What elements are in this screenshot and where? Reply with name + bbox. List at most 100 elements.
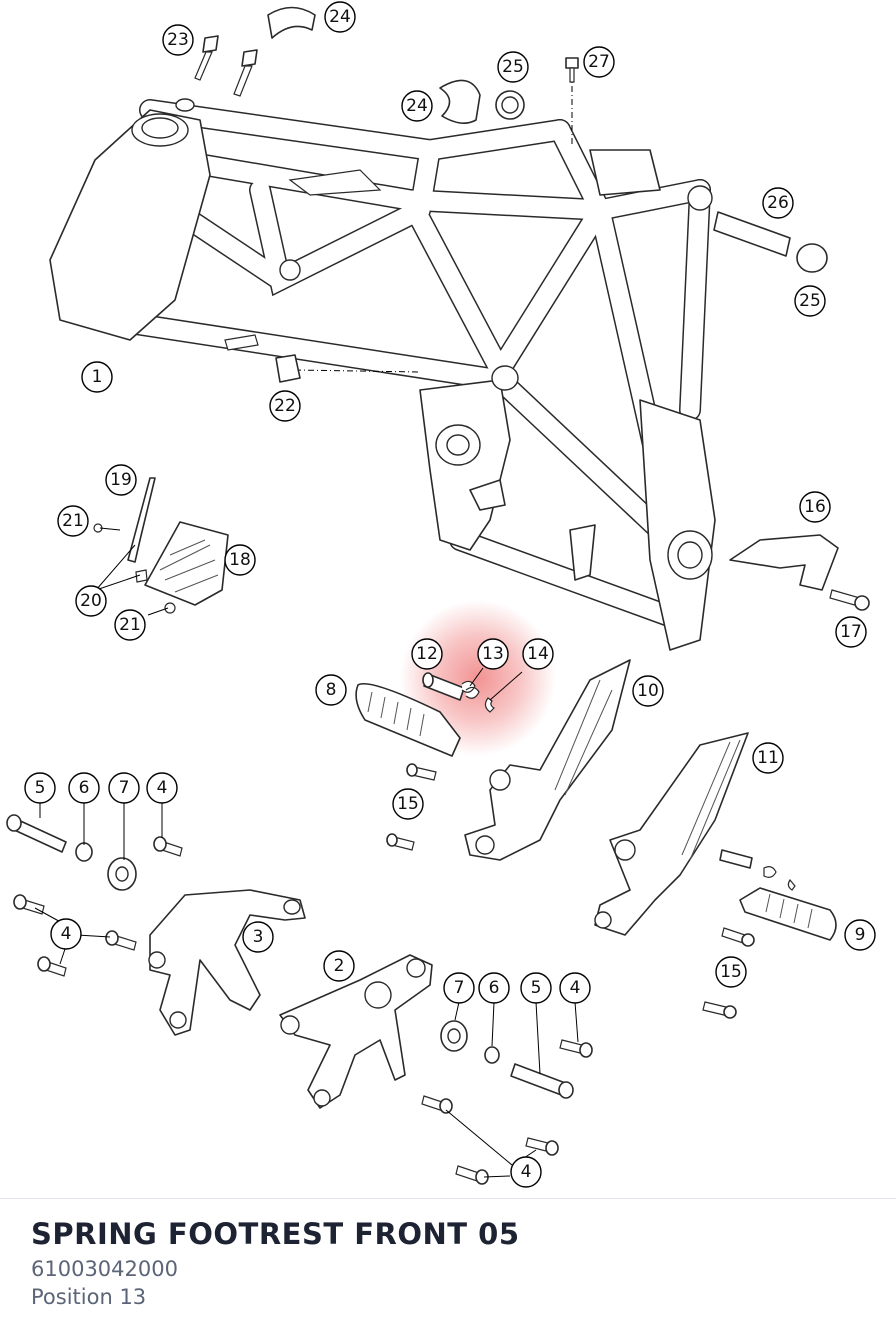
callout-25-top[interactable]: 25 (497, 51, 529, 83)
part-8-footrest (355, 683, 461, 757)
callout-5-right[interactable]: 5 (520, 972, 552, 1004)
callout-6-left[interactable]: 6 (68, 772, 100, 804)
callout-4-left-top[interactable]: 4 (146, 772, 178, 804)
svg-text:24: 24 (406, 96, 428, 116)
callout-19[interactable]: 19 (105, 464, 137, 496)
part-10-footrest-bracket (464, 659, 631, 861)
svg-text:22: 22 (274, 396, 296, 416)
part-26-pin (713, 211, 791, 257)
part-4-bolt-right-upper (559, 1039, 593, 1058)
part-24-bushing-top (267, 6, 316, 39)
svg-text:4: 4 (61, 924, 72, 944)
callout-15-center[interactable]: 15 (392, 788, 424, 820)
part-11-footrest-bracket (594, 732, 749, 936)
svg-text:6: 6 (489, 978, 500, 998)
svg-text:7: 7 (119, 778, 130, 798)
callout-9[interactable]: 9 (844, 919, 876, 951)
callout-20[interactable]: 20 (75, 585, 107, 617)
svg-text:9: 9 (855, 925, 866, 945)
part-20-nut (135, 569, 148, 583)
part-15-bolt-upper (406, 763, 437, 781)
callout-17[interactable]: 17 (835, 616, 867, 648)
part-12-pin-rear (719, 849, 753, 869)
part-15-bolt-lower (386, 833, 415, 851)
svg-text:13: 13 (482, 644, 504, 664)
part-25-cap-right (796, 243, 828, 273)
callout-21-lower[interactable]: 21 (114, 609, 146, 641)
callout-13[interactable]: 13 (477, 638, 509, 670)
callout-21-upper[interactable]: 21 (57, 505, 89, 537)
callout-18[interactable]: 18 (224, 544, 256, 576)
callout-24-mid[interactable]: 24 (401, 90, 433, 122)
callout-4-bottom[interactable]: 4 (510, 1156, 542, 1188)
svg-text:3: 3 (253, 927, 264, 947)
callout-15-right[interactable]: 15 (715, 956, 747, 988)
part-23-bolts (194, 35, 258, 97)
svg-text:25: 25 (799, 291, 821, 311)
svg-text:21: 21 (119, 615, 141, 635)
svg-text:20: 20 (80, 591, 102, 611)
callout-23[interactable]: 23 (162, 24, 194, 56)
part-13-spring (461, 680, 480, 699)
callout-8[interactable]: 8 (315, 674, 347, 706)
part-6-washer-left (75, 842, 93, 862)
svg-text:16: 16 (804, 497, 826, 517)
callout-26[interactable]: 26 (762, 187, 794, 219)
callout-22[interactable]: 22 (269, 390, 301, 422)
callout-7-right[interactable]: 7 (443, 972, 475, 1004)
svg-text:8: 8 (326, 680, 337, 700)
svg-text:19: 19 (110, 470, 132, 490)
part-6-washer-right (484, 1046, 500, 1064)
part-19-bracket (127, 477, 156, 563)
part-27-screw (565, 57, 579, 83)
callout-4-right-top[interactable]: 4 (559, 972, 591, 1004)
part-3-bracket (148, 889, 306, 1036)
svg-text:18: 18 (229, 550, 251, 570)
callout-10[interactable]: 10 (632, 675, 664, 707)
svg-text:6: 6 (79, 778, 90, 798)
svg-text:15: 15 (397, 794, 419, 814)
svg-text:25: 25 (502, 57, 524, 77)
svg-text:15: 15 (720, 962, 742, 982)
svg-text:7: 7 (454, 978, 465, 998)
main-frame (49, 98, 716, 651)
part-9-footrest (739, 887, 837, 941)
callout-7-left[interactable]: 7 (108, 772, 140, 804)
part-5-bolt-left (6, 814, 67, 853)
part-21-screw-lower (164, 602, 176, 614)
part-16-heel-guard (729, 534, 839, 591)
callout-25-right[interactable]: 25 (794, 285, 826, 317)
callout-1[interactable]: 1 (81, 361, 113, 393)
callout-6-right[interactable]: 6 (478, 972, 510, 1004)
part-5-bolt-right (510, 1063, 574, 1099)
svg-text:12: 12 (416, 644, 438, 664)
svg-text:4: 4 (521, 1162, 532, 1182)
svg-text:2: 2 (334, 956, 345, 976)
svg-text:26: 26 (767, 193, 789, 213)
callout-2[interactable]: 2 (323, 950, 355, 982)
callout-4-left-mid[interactable]: 4 (50, 918, 82, 950)
part-18-cover (144, 521, 229, 606)
part-14-clip (484, 697, 495, 713)
svg-text:23: 23 (167, 30, 189, 50)
part-24-bushing-mid (439, 79, 481, 124)
part-4-bolts-left-group (13, 894, 137, 977)
callout-27[interactable]: 27 (583, 46, 615, 78)
part-25-cap-top (495, 90, 525, 120)
part-7-bushing-left (107, 857, 137, 891)
svg-text:5: 5 (531, 978, 542, 998)
part-7-bushing-right (440, 1020, 468, 1052)
part-2-bracket (279, 954, 433, 1109)
part-22-clip (275, 354, 301, 383)
callout-14[interactable]: 14 (522, 638, 554, 670)
callout-16[interactable]: 16 (799, 491, 831, 523)
svg-text:1: 1 (92, 367, 103, 387)
callout-11[interactable]: 11 (752, 742, 784, 774)
callout-3[interactable]: 3 (242, 921, 274, 953)
callout-12[interactable]: 12 (411, 638, 443, 670)
svg-text:21: 21 (62, 511, 84, 531)
part-14-clip-rear (787, 878, 796, 891)
callout-5-left[interactable]: 5 (24, 772, 56, 804)
part-number: 61003042000 (31, 1257, 178, 1281)
callout-24-top[interactable]: 24 (324, 1, 356, 33)
